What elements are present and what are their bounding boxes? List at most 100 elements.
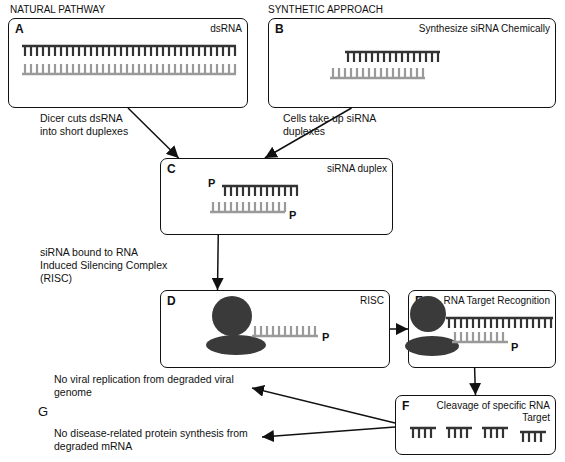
- nucleotide-base: [520, 318, 522, 328]
- box-title: Cleavage of specific RNA Target: [409, 400, 550, 424]
- nucleotide-base: [222, 64, 224, 74]
- nucleotide-base: [448, 318, 450, 328]
- rna-strand: [222, 186, 298, 196]
- nucleotide-base: [84, 46, 86, 56]
- nucleotide-base: [230, 202, 232, 212]
- panel-letter: F: [402, 399, 409, 413]
- rna-strand: [410, 428, 436, 438]
- nucleotide-base: [472, 318, 474, 328]
- nucleotide-base: [48, 46, 50, 56]
- nucleotide-base: [96, 64, 98, 74]
- nucleotide-base: [120, 64, 122, 74]
- nucleotide-base: [254, 326, 256, 336]
- nucleotide-base: [266, 186, 268, 196]
- outcome-arrow: [252, 388, 395, 423]
- nucleotide-base: [180, 46, 182, 56]
- nucleotide-base: [392, 68, 394, 78]
- step-label: Cells take up siRNA duplexes: [283, 112, 393, 138]
- nucleotide-base: [308, 326, 310, 336]
- nucleotide-base: [72, 46, 74, 56]
- strand-backbone: [345, 51, 440, 54]
- phosphate-mark: P: [289, 209, 296, 222]
- nucleotide-base: [401, 52, 403, 62]
- nucleotide-base: [502, 318, 504, 328]
- strand-backbone: [330, 77, 425, 80]
- nucleotide-base: [48, 64, 50, 74]
- nucleotide-base: [192, 64, 194, 74]
- nucleotide-base: [508, 318, 510, 328]
- nucleotide-base: [132, 64, 134, 74]
- nucleotide-base: [266, 326, 268, 336]
- nucleotide-base: [314, 326, 316, 336]
- nucleotide-base: [412, 428, 414, 438]
- nucleotide-base: [114, 64, 116, 74]
- nucleotide-base: [216, 64, 218, 74]
- nucleotide-base: [102, 64, 104, 74]
- strand-backbone: [210, 211, 285, 214]
- strand-backbone: [446, 317, 553, 320]
- nucleotide-base: [490, 332, 492, 342]
- nucleotide-base: [290, 186, 292, 196]
- nucleotide-base: [368, 68, 370, 78]
- nucleotide-base: [266, 202, 268, 212]
- risc-protein: [212, 296, 252, 336]
- nucleotide-base: [42, 46, 44, 56]
- nucleotide-base: [272, 186, 274, 196]
- nucleotide-base: [344, 68, 346, 78]
- nucleotide-base: [448, 428, 450, 438]
- rna-strand: [446, 318, 553, 328]
- nucleotide-base: [302, 326, 304, 336]
- nucleotide-base: [454, 428, 456, 438]
- nucleotide-base: [278, 186, 280, 196]
- nucleotide-base: [350, 68, 352, 78]
- nucleotide-base: [236, 186, 238, 196]
- nucleotide-base: [472, 332, 474, 342]
- nucleotide-base: [395, 52, 397, 62]
- nucleotide-base: [496, 332, 498, 342]
- nucleotide-base: [24, 46, 26, 56]
- nucleotide-base: [162, 46, 164, 56]
- nucleotide-base: [416, 68, 418, 78]
- nucleotide-base: [90, 64, 92, 74]
- nucleotide-base: [234, 46, 236, 56]
- nucleotide-base: [260, 326, 262, 336]
- nucleotide-base: [296, 186, 298, 196]
- nucleotide-base: [454, 318, 456, 328]
- panel-letter: A: [15, 22, 24, 36]
- nucleotide-base: [278, 326, 280, 336]
- nucleotide-base: [204, 46, 206, 56]
- rna-strand: [210, 202, 285, 212]
- phosphate-mark: P: [511, 341, 518, 354]
- nucleotide-base: [478, 332, 480, 342]
- outcome-arrow: [262, 427, 395, 437]
- nucleotide-base: [192, 46, 194, 56]
- nucleotide-base: [60, 46, 62, 56]
- nucleotide-base: [254, 186, 256, 196]
- strand-backbone: [252, 335, 318, 338]
- nucleotide-base: [138, 46, 140, 56]
- nucleotide-base: [242, 186, 244, 196]
- nucleotide-base: [425, 52, 427, 62]
- risc-protein: [405, 336, 459, 356]
- nucleotide-base: [538, 318, 540, 328]
- box-title: Synthesize siRNA Chemically: [419, 23, 550, 35]
- nucleotide-base: [404, 68, 406, 78]
- nucleotide-base: [210, 64, 212, 74]
- nucleotide-base: [490, 318, 492, 328]
- nucleotide-base: [186, 64, 188, 74]
- nucleotide-base: [228, 64, 230, 74]
- nucleotide-base: [36, 46, 38, 56]
- nucleotide-base: [478, 318, 480, 328]
- nucleotide-base: [284, 202, 286, 212]
- box-title: RNA Target Recognition: [443, 295, 550, 307]
- nucleotide-base: [174, 46, 176, 56]
- flow-arrow: [474, 368, 476, 395]
- nucleotide-base: [466, 428, 468, 438]
- nucleotide-base: [230, 186, 232, 196]
- nucleotide-base: [108, 46, 110, 56]
- rna-strand: [452, 332, 508, 342]
- nucleotide-base: [454, 332, 456, 342]
- nucleotide-base: [222, 46, 224, 56]
- nucleotide-base: [437, 52, 439, 62]
